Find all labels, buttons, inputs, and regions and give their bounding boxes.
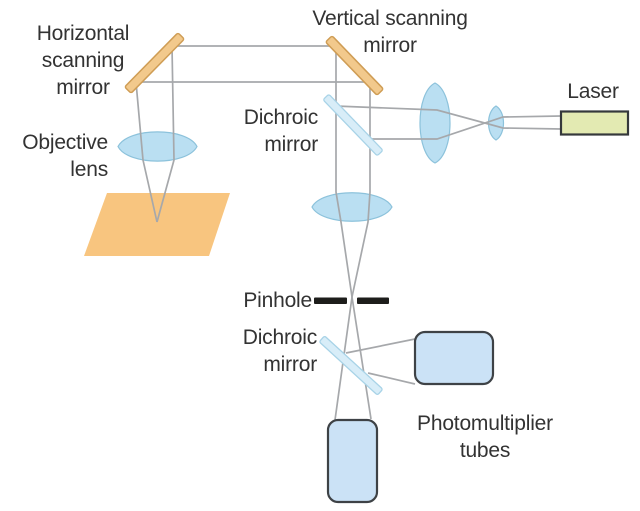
objective-lens xyxy=(117,131,198,162)
dichroic-mirror-upper-label: Dichroic mirror xyxy=(243,106,318,156)
photomultiplier-tube-right xyxy=(413,330,495,386)
laser-box xyxy=(559,110,630,136)
pinhole-aperture xyxy=(314,297,389,304)
beam-dichroic-to-pmt-upper xyxy=(345,338,416,354)
collimating-lens xyxy=(419,82,451,164)
dichroic-mirror-upper xyxy=(323,94,383,156)
beam-to-sample-right xyxy=(156,45,175,223)
dichroic-mirror-group xyxy=(319,94,383,395)
objective-lens-label: Objective lens xyxy=(22,131,108,181)
scan-lens xyxy=(311,192,393,222)
horizontal-scanning-mirror-label: Horizontal scanning mirror xyxy=(36,22,130,99)
photomultiplier-tube-bottom xyxy=(326,418,379,504)
pinhole-bar-right xyxy=(357,297,389,304)
beam-paths xyxy=(135,45,562,421)
laser-label: Laser xyxy=(567,80,619,103)
specimen-sample xyxy=(84,193,230,256)
photomultiplier-tubes-label: Photomultiplier tubes xyxy=(417,412,553,462)
scanning-mirror-group xyxy=(124,32,384,96)
beam-laser-upper xyxy=(334,105,562,130)
dichroic-mirror-lower xyxy=(319,336,383,395)
pinhole-bar-left xyxy=(314,297,347,304)
vertical-scanning-mirror xyxy=(325,35,384,96)
pinhole-label: Pinhole xyxy=(243,289,312,312)
dichroic-mirror-lower-label: Dichroic mirror xyxy=(242,326,317,376)
beam-descan-right xyxy=(334,82,371,421)
lens-group xyxy=(117,82,505,222)
beam-descan-left xyxy=(335,46,372,420)
beam-dichroic-to-pmt-lower xyxy=(367,372,416,385)
coupling-lens xyxy=(487,105,505,141)
beam-laser-lower xyxy=(366,115,562,140)
horizontal-scanning-mirror xyxy=(124,32,185,94)
beam-to-sample-left xyxy=(135,81,158,223)
photomultiplier-group xyxy=(326,330,495,504)
vertical-scanning-mirror-label: Vertical scanning mirror xyxy=(312,7,468,57)
